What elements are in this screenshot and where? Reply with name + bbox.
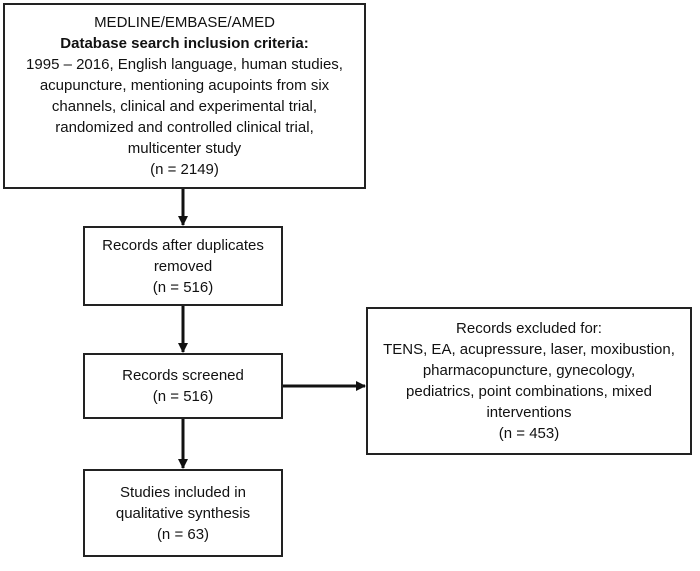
excluded-reason-line: TENS, EA, acupressure, laser, moxibustio… [383,341,675,358]
studies-included-box: Studies included in qualitative synthesi… [83,469,283,557]
search-criteria-line: randomized and controlled clinical trial… [55,119,314,136]
excluded-count: (n = 453) [498,425,560,442]
search-criteria-line: multicenter study [127,140,242,157]
records-screened-box: Records screened (n = 516) [83,353,283,419]
included-label: Studies included in [120,483,246,501]
search-criteria-line: acupuncture, mentioning acupoints from s… [39,77,330,94]
screened-count: (n = 516) [152,388,214,405]
search-count: (n = 2149) [150,161,219,178]
duplicates-count: (n = 516) [152,278,214,296]
excluded-reason-line: pediatrics, point combinations, mixed [406,383,652,400]
screened-label: Records screened [122,367,244,384]
search-criteria-line: 1995 – 2016, English language, human stu… [26,56,343,73]
duplicates-label: removed [153,257,213,275]
excluded-heading: Records excluded for: [456,320,602,337]
duplicates-removed-box: Records after duplicates removed (n = 51… [83,226,283,306]
excluded-reason-line: interventions [486,404,572,421]
duplicates-label: Records after duplicates [102,236,264,254]
excluded-reason-line: pharmacopuncture, gynecology, [422,362,636,379]
records-excluded-box: Records excluded for: TENS, EA, acupress… [366,307,692,455]
search-criteria-box: MEDLINE/EMBASE/AMED Database search incl… [3,3,366,189]
search-criteria-line: channels, clinical and experimental tria… [51,98,318,115]
included-label: qualitative synthesis [115,504,251,522]
included-count: (n = 63) [156,525,210,543]
search-databases-text: MEDLINE/EMBASE/AMED [94,14,275,31]
search-criteria-heading: Database search inclusion criteria: [60,35,309,52]
